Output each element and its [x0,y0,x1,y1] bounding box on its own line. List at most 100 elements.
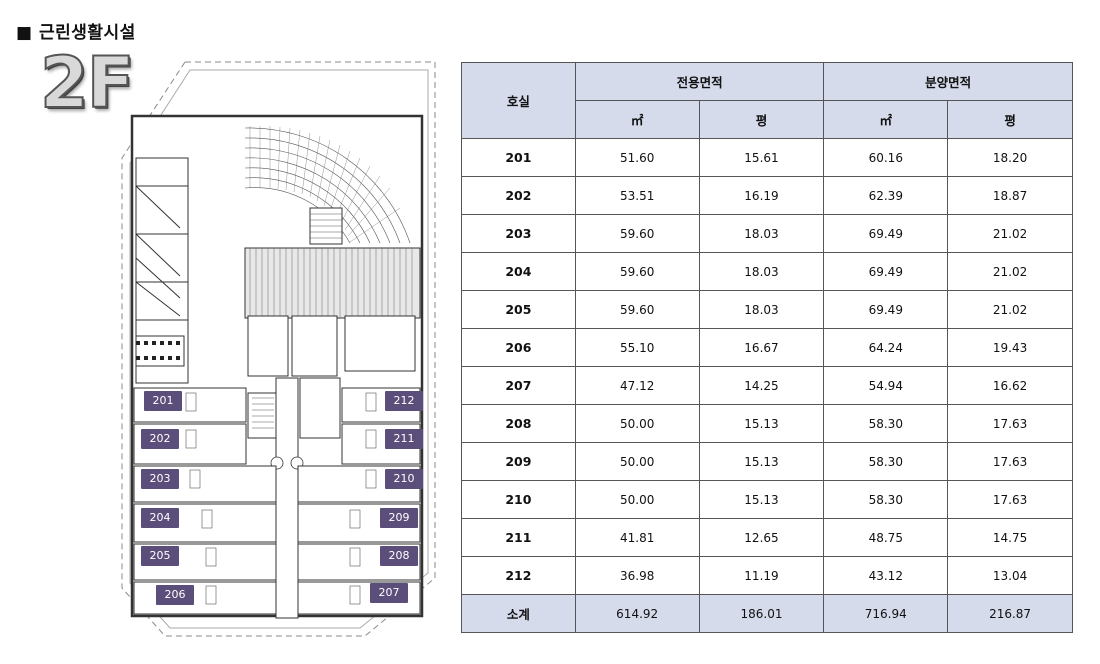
plan-unit-tag: 208 [380,546,418,566]
sale-m2: 54.94 [823,366,949,405]
sale-m2: 43.12 [823,556,949,595]
sale-pyeong: 21.02 [947,214,1073,253]
table-row: 209 50.00 15.13 58.30 17.63 [461,442,1073,481]
exclusive-pyeong: 16.19 [698,176,825,215]
section-title: ■ 근린생활시설 [16,23,136,43]
subtotal-label: 소계 [461,594,576,633]
header-exclusive-area: 전용면적 [574,62,825,101]
exclusive-m2: 50.00 [574,442,700,481]
exclusive-m2: 59.60 [574,290,700,329]
table-row: 203 59.60 18.03 69.49 21.02 [461,214,1073,253]
header-unit-pyeong: 평 [947,100,1073,139]
exclusive-pyeong: 11.19 [698,556,825,595]
plan-unit-tag: 211 [385,429,423,449]
table-row: 205 59.60 18.03 69.49 21.02 [461,290,1073,329]
header-room: 호실 [461,62,576,139]
subtotal-sale-pyeong: 216.87 [947,594,1073,633]
exclusive-pyeong: 18.03 [698,252,825,291]
table-row: 201 51.60 15.61 60.16 18.20 [461,138,1073,177]
sale-pyeong: 17.63 [947,404,1073,443]
table-row: 207 47.12 14.25 54.94 16.62 [461,366,1073,405]
table-row: 202 53.51 16.19 62.39 18.87 [461,176,1073,215]
sale-pyeong: 13.04 [947,556,1073,595]
exclusive-m2: 47.12 [574,366,700,405]
exclusive-pyeong: 16.67 [698,328,825,367]
room-number: 205 [461,290,576,329]
sale-m2: 58.30 [823,404,949,443]
room-number: 204 [461,252,576,291]
sale-pyeong: 19.43 [947,328,1073,367]
exclusive-pyeong: 15.61 [698,138,825,177]
header-unit-pyeong: 평 [698,100,825,139]
sale-pyeong: 21.02 [947,290,1073,329]
plan-unit-tag: 201 [144,391,182,411]
exclusive-pyeong: 12.65 [698,518,825,557]
area-table: 호실 전용면적 분양면적 ㎡ 평 ㎡ 평 201 51.60 15.61 60.… [461,62,1073,633]
exclusive-pyeong: 18.03 [698,214,825,253]
subtotal-row: 소계 614.92 186.01 716.94 216.87 [461,594,1073,633]
room-number: 203 [461,214,576,253]
sale-pyeong: 17.63 [947,442,1073,481]
table-row: 211 41.81 12.65 48.75 14.75 [461,518,1073,557]
exclusive-pyeong: 15.13 [698,404,825,443]
exclusive-pyeong: 15.13 [698,480,825,519]
room-number: 210 [461,480,576,519]
sale-pyeong: 18.87 [947,176,1073,215]
exclusive-m2: 59.60 [574,214,700,253]
floor-label: 2F [39,42,136,124]
sale-m2: 69.49 [823,252,949,291]
plan-unit-tag: 210 [385,469,423,489]
header-sale-area: 분양면적 [823,62,1073,101]
sale-m2: 64.24 [823,328,949,367]
subtotal-sale-m2: 716.94 [823,594,949,633]
sale-m2: 58.30 [823,480,949,519]
plan-unit-tag: 205 [141,546,179,566]
header-unit-m2: ㎡ [574,100,700,139]
room-number: 202 [461,176,576,215]
sale-m2: 69.49 [823,214,949,253]
exclusive-pyeong: 18.03 [698,290,825,329]
exclusive-pyeong: 14.25 [698,366,825,405]
sale-pyeong: 14.75 [947,518,1073,557]
room-number: 211 [461,518,576,557]
table-row: 208 50.00 15.13 58.30 17.63 [461,404,1073,443]
exclusive-pyeong: 15.13 [698,442,825,481]
sale-m2: 62.39 [823,176,949,215]
exclusive-m2: 59.60 [574,252,700,291]
room-number: 209 [461,442,576,481]
room-number: 206 [461,328,576,367]
plan-unit-tag: 207 [370,583,408,603]
exclusive-m2: 50.00 [574,480,700,519]
plan-unit-tag: 206 [156,585,194,605]
sale-pyeong: 17.63 [947,480,1073,519]
table-row: 212 36.98 11.19 43.12 13.04 [461,556,1073,595]
table-row: 210 50.00 15.13 58.30 17.63 [461,480,1073,519]
sale-m2: 48.75 [823,518,949,557]
sale-pyeong: 18.20 [947,138,1073,177]
subtotal-exclusive-m2: 614.92 [574,594,700,633]
sale-pyeong: 21.02 [947,252,1073,291]
table-row: 204 59.60 18.03 69.49 21.02 [461,252,1073,291]
room-number: 212 [461,556,576,595]
room-number: 201 [461,138,576,177]
plan-unit-tag: 209 [380,508,418,528]
sale-m2: 69.49 [823,290,949,329]
room-number: 208 [461,404,576,443]
subtotal-exclusive-pyeong: 186.01 [698,594,825,633]
exclusive-m2: 41.81 [574,518,700,557]
exclusive-m2: 36.98 [574,556,700,595]
plan-unit-tag: 204 [141,508,179,528]
header-unit-m2: ㎡ [823,100,949,139]
room-number: 207 [461,366,576,405]
sale-m2: 58.30 [823,442,949,481]
exclusive-m2: 51.60 [574,138,700,177]
exclusive-m2: 50.00 [574,404,700,443]
sale-pyeong: 16.62 [947,366,1073,405]
sale-m2: 60.16 [823,138,949,177]
exclusive-m2: 53.51 [574,176,700,215]
table-row: 206 55.10 16.67 64.24 19.43 [461,328,1073,367]
floor-plan: 201 202 203 204 205 206 212 211 210 209 … [110,58,445,640]
exclusive-m2: 55.10 [574,328,700,367]
plan-unit-tag: 203 [141,469,179,489]
plan-unit-tag: 212 [385,391,423,411]
